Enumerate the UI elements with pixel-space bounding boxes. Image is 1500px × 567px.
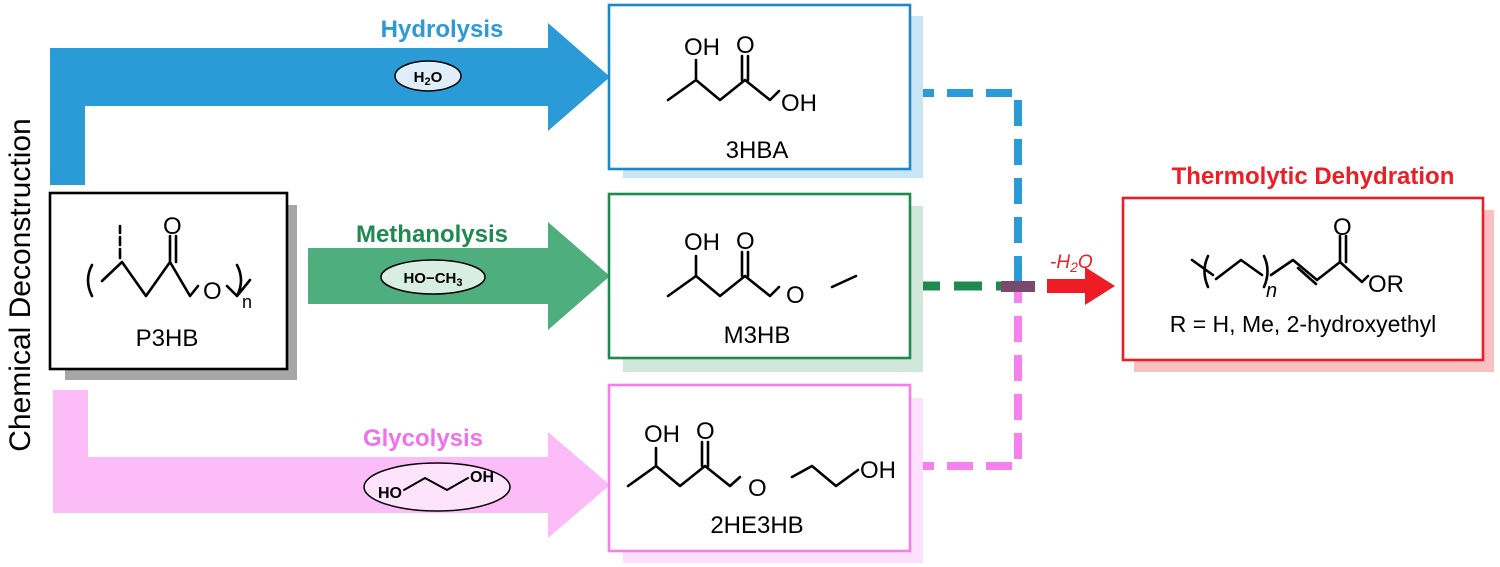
product-r-groups: R = H, Me, 2-hydroxyethyl <box>1170 311 1437 337</box>
m3hb-o-carbonyl: O <box>736 228 755 255</box>
3hba-oh-top: OH <box>684 34 720 61</box>
glycolysis-label: Glycolysis <box>363 425 483 452</box>
p3hb-card: O O n P3HB <box>48 191 297 380</box>
reagent-methanol-text: HO−CH3 <box>403 270 462 289</box>
hydrolysis-label: Hydrolysis <box>381 16 504 43</box>
product-structure <box>1190 234 1370 289</box>
m3hb-name: M3HB <box>724 322 791 349</box>
glycolysis-arrow <box>53 390 610 538</box>
glycolysis-connector <box>908 285 1022 470</box>
3hba-card: OH O OH 3HBA <box>607 3 923 178</box>
2he3hb-oh-end: OH <box>860 457 896 484</box>
reagent-methanol: HO−CH3 <box>380 259 486 295</box>
side-label: Chemical Deconstruction <box>4 118 37 451</box>
2he3hb-card: OH O O OH 2HE3HB <box>607 383 923 563</box>
2he3hb-structure <box>626 440 860 488</box>
2he3hb-name: 2HE3HB <box>710 512 803 539</box>
3hba-structure <box>666 54 781 102</box>
reagent-water: H2O <box>394 60 462 92</box>
m3hb-o-ester: O <box>786 282 805 309</box>
p3hb-name: P3HB <box>136 325 199 352</box>
3hba-name: 3HBA <box>726 137 789 164</box>
3hba-o-carbonyl: O <box>736 32 755 59</box>
3hba-oh-acid: OH <box>781 90 817 117</box>
m3hb-card: OH O O M3HB <box>607 192 923 372</box>
hydrolysis-connector <box>908 89 1022 282</box>
2he3hb-oh-top: OH <box>644 421 680 448</box>
methanolysis-label: Methanolysis <box>356 221 508 248</box>
p3hb-o-carbonyl: O <box>163 213 182 240</box>
hydrolysis-arrow <box>50 23 610 185</box>
reagent-glycol-bonds <box>403 477 469 491</box>
m3hb-structure <box>666 250 858 298</box>
reagent-water-text: H2O <box>414 69 443 88</box>
2he3hb-o-ester: O <box>748 475 767 502</box>
product-card: n O OR R = H, Me, 2-hydroxyethyl <box>1121 196 1494 372</box>
m3hb-oh-top: OH <box>684 229 720 256</box>
product-or: OR <box>1368 271 1404 298</box>
p3hb-o-ester: O <box>203 278 222 305</box>
dehydration-arrow <box>1047 267 1115 305</box>
p3hb-subscript: n <box>242 292 252 312</box>
dehydration-reagent: -H2O <box>1050 252 1093 275</box>
reagent-glycol-ho: HO <box>378 485 402 502</box>
2he3hb-o-carbonyl: O <box>696 418 715 445</box>
p3hb-structure <box>86 224 252 298</box>
reagent-glycol-oh: OH <box>470 469 494 486</box>
product-subscript: n <box>1266 280 1277 302</box>
product-o-carbonyl: O <box>1333 214 1352 241</box>
reagent-ethylene-glycol: HO OH <box>363 462 511 512</box>
dehydration-title: Thermolytic Dehydration <box>1172 163 1455 190</box>
connector-junction <box>1001 281 1035 292</box>
